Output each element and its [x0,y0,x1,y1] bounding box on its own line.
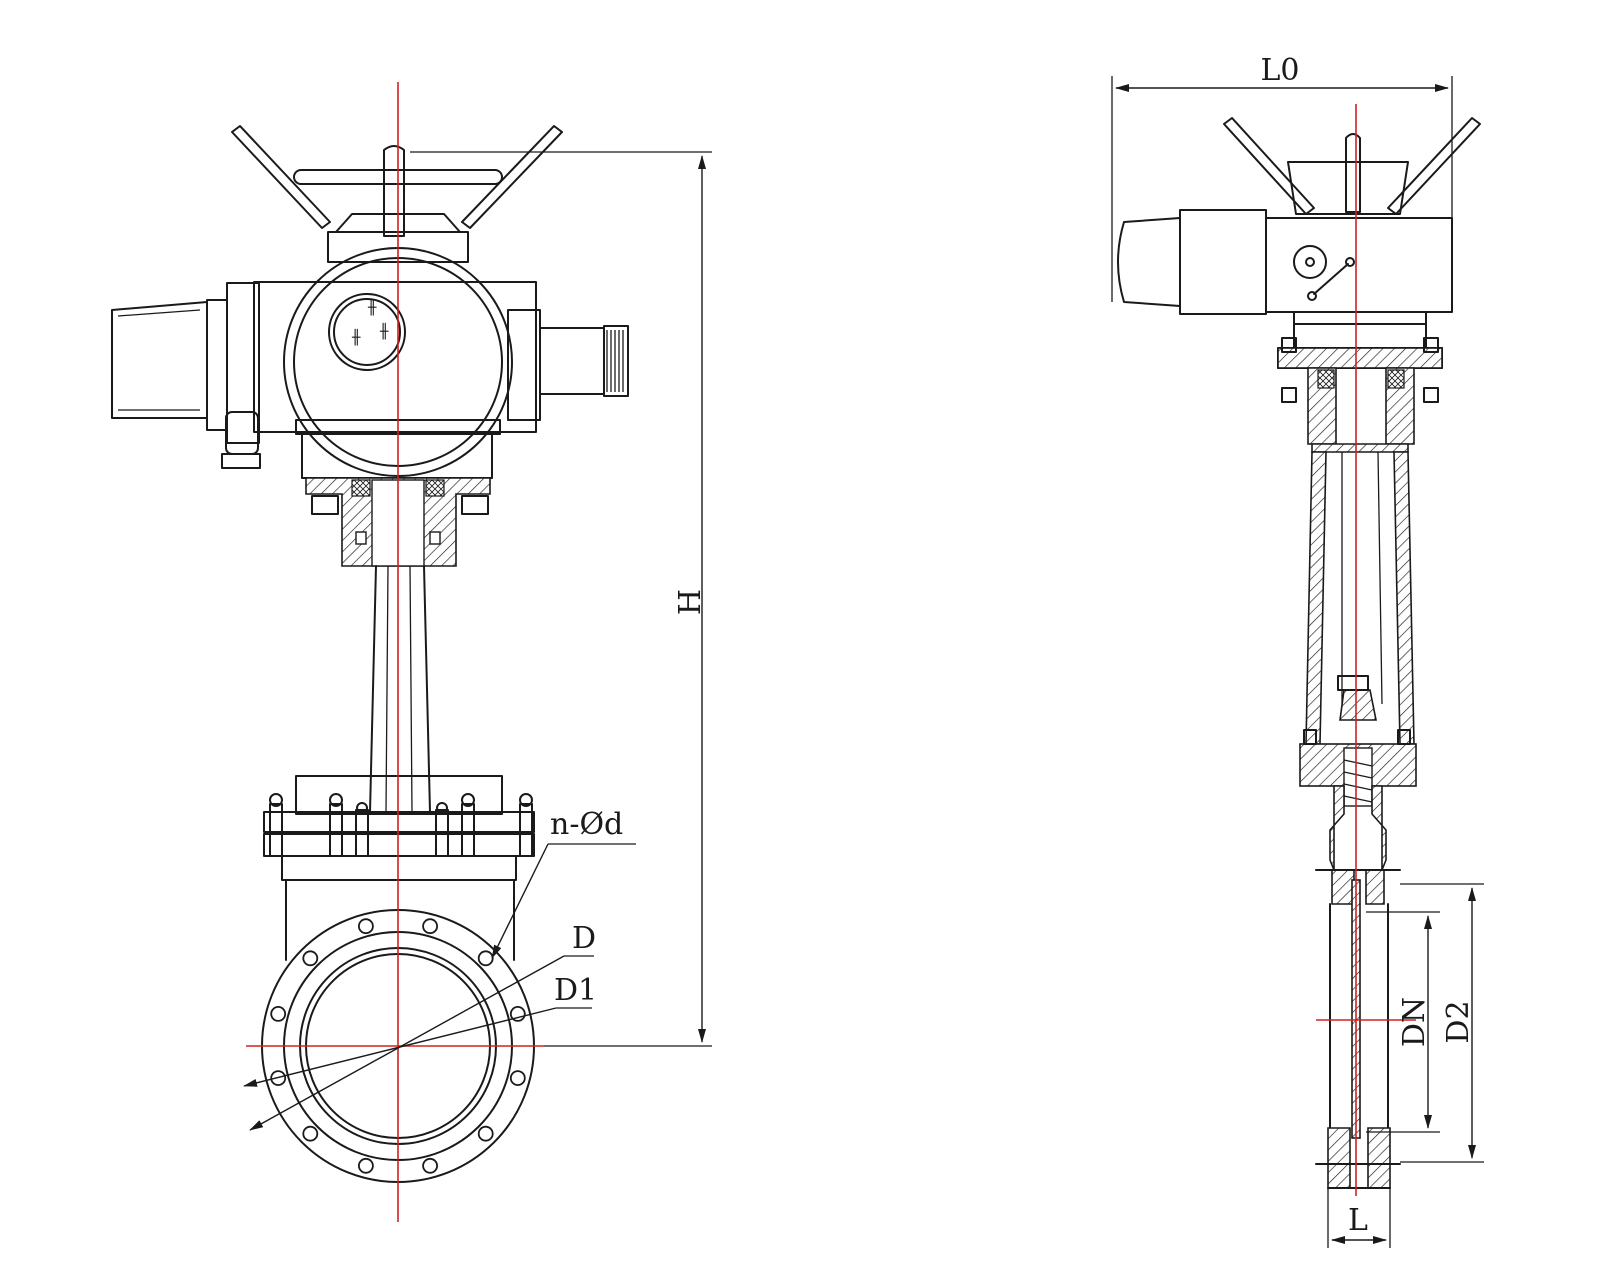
side-body [1315,869,1401,1189]
label-l0: L0 [1260,53,1299,88]
front-view: ╫ ╫ ╫ [111,82,712,1222]
dimension-h: H [410,151,712,1047]
bolt-hole [509,1006,526,1022]
label-l: L [1348,1203,1368,1238]
bolt-hole [357,1157,374,1174]
dimension-d2: D2 [1400,883,1484,1163]
electric-actuator: ╫ ╫ ╫ [111,231,629,479]
svg-text:╫: ╫ [367,298,377,316]
label-dn: DN [1397,997,1432,1047]
handwheel [231,125,563,237]
dimension-l: L [1327,1188,1391,1248]
leader-d1: D1 [243,973,597,1087]
side-actuator [1117,209,1453,325]
bolt-hole [422,918,439,935]
bolt-hole [357,918,374,935]
leader-d: D [249,921,596,1131]
bolt-hole [422,1157,439,1174]
dimension-l0: L0 [1111,53,1453,302]
side-handwheel [1223,117,1481,215]
bolt-hole [302,1125,319,1142]
side-gland [1277,323,1443,453]
bolt-hole [509,1070,526,1086]
label-d1: D1 [554,973,597,1008]
svg-text:╫: ╫ [351,328,361,346]
side-yoke [1305,451,1415,745]
side-view: L0 DN D2 L [1111,53,1484,1248]
leader-bolt-holes: n-Ød [491,807,636,959]
label-d2: D2 [1441,1000,1476,1043]
bolt-hole [477,950,494,967]
bolt-hole [270,1006,287,1022]
svg-text:╫: ╫ [379,322,389,340]
label-h: H [673,589,708,615]
yoke-column [369,565,431,813]
side-bonnet [1299,729,1417,871]
bonnet-flange [263,775,535,881]
label-d: D [572,921,596,956]
bolt-hole [302,950,319,967]
dimension-dn: DN [1366,911,1440,1133]
label-bolt-holes: n-Ød [550,807,623,842]
bolt-hole [477,1125,494,1142]
